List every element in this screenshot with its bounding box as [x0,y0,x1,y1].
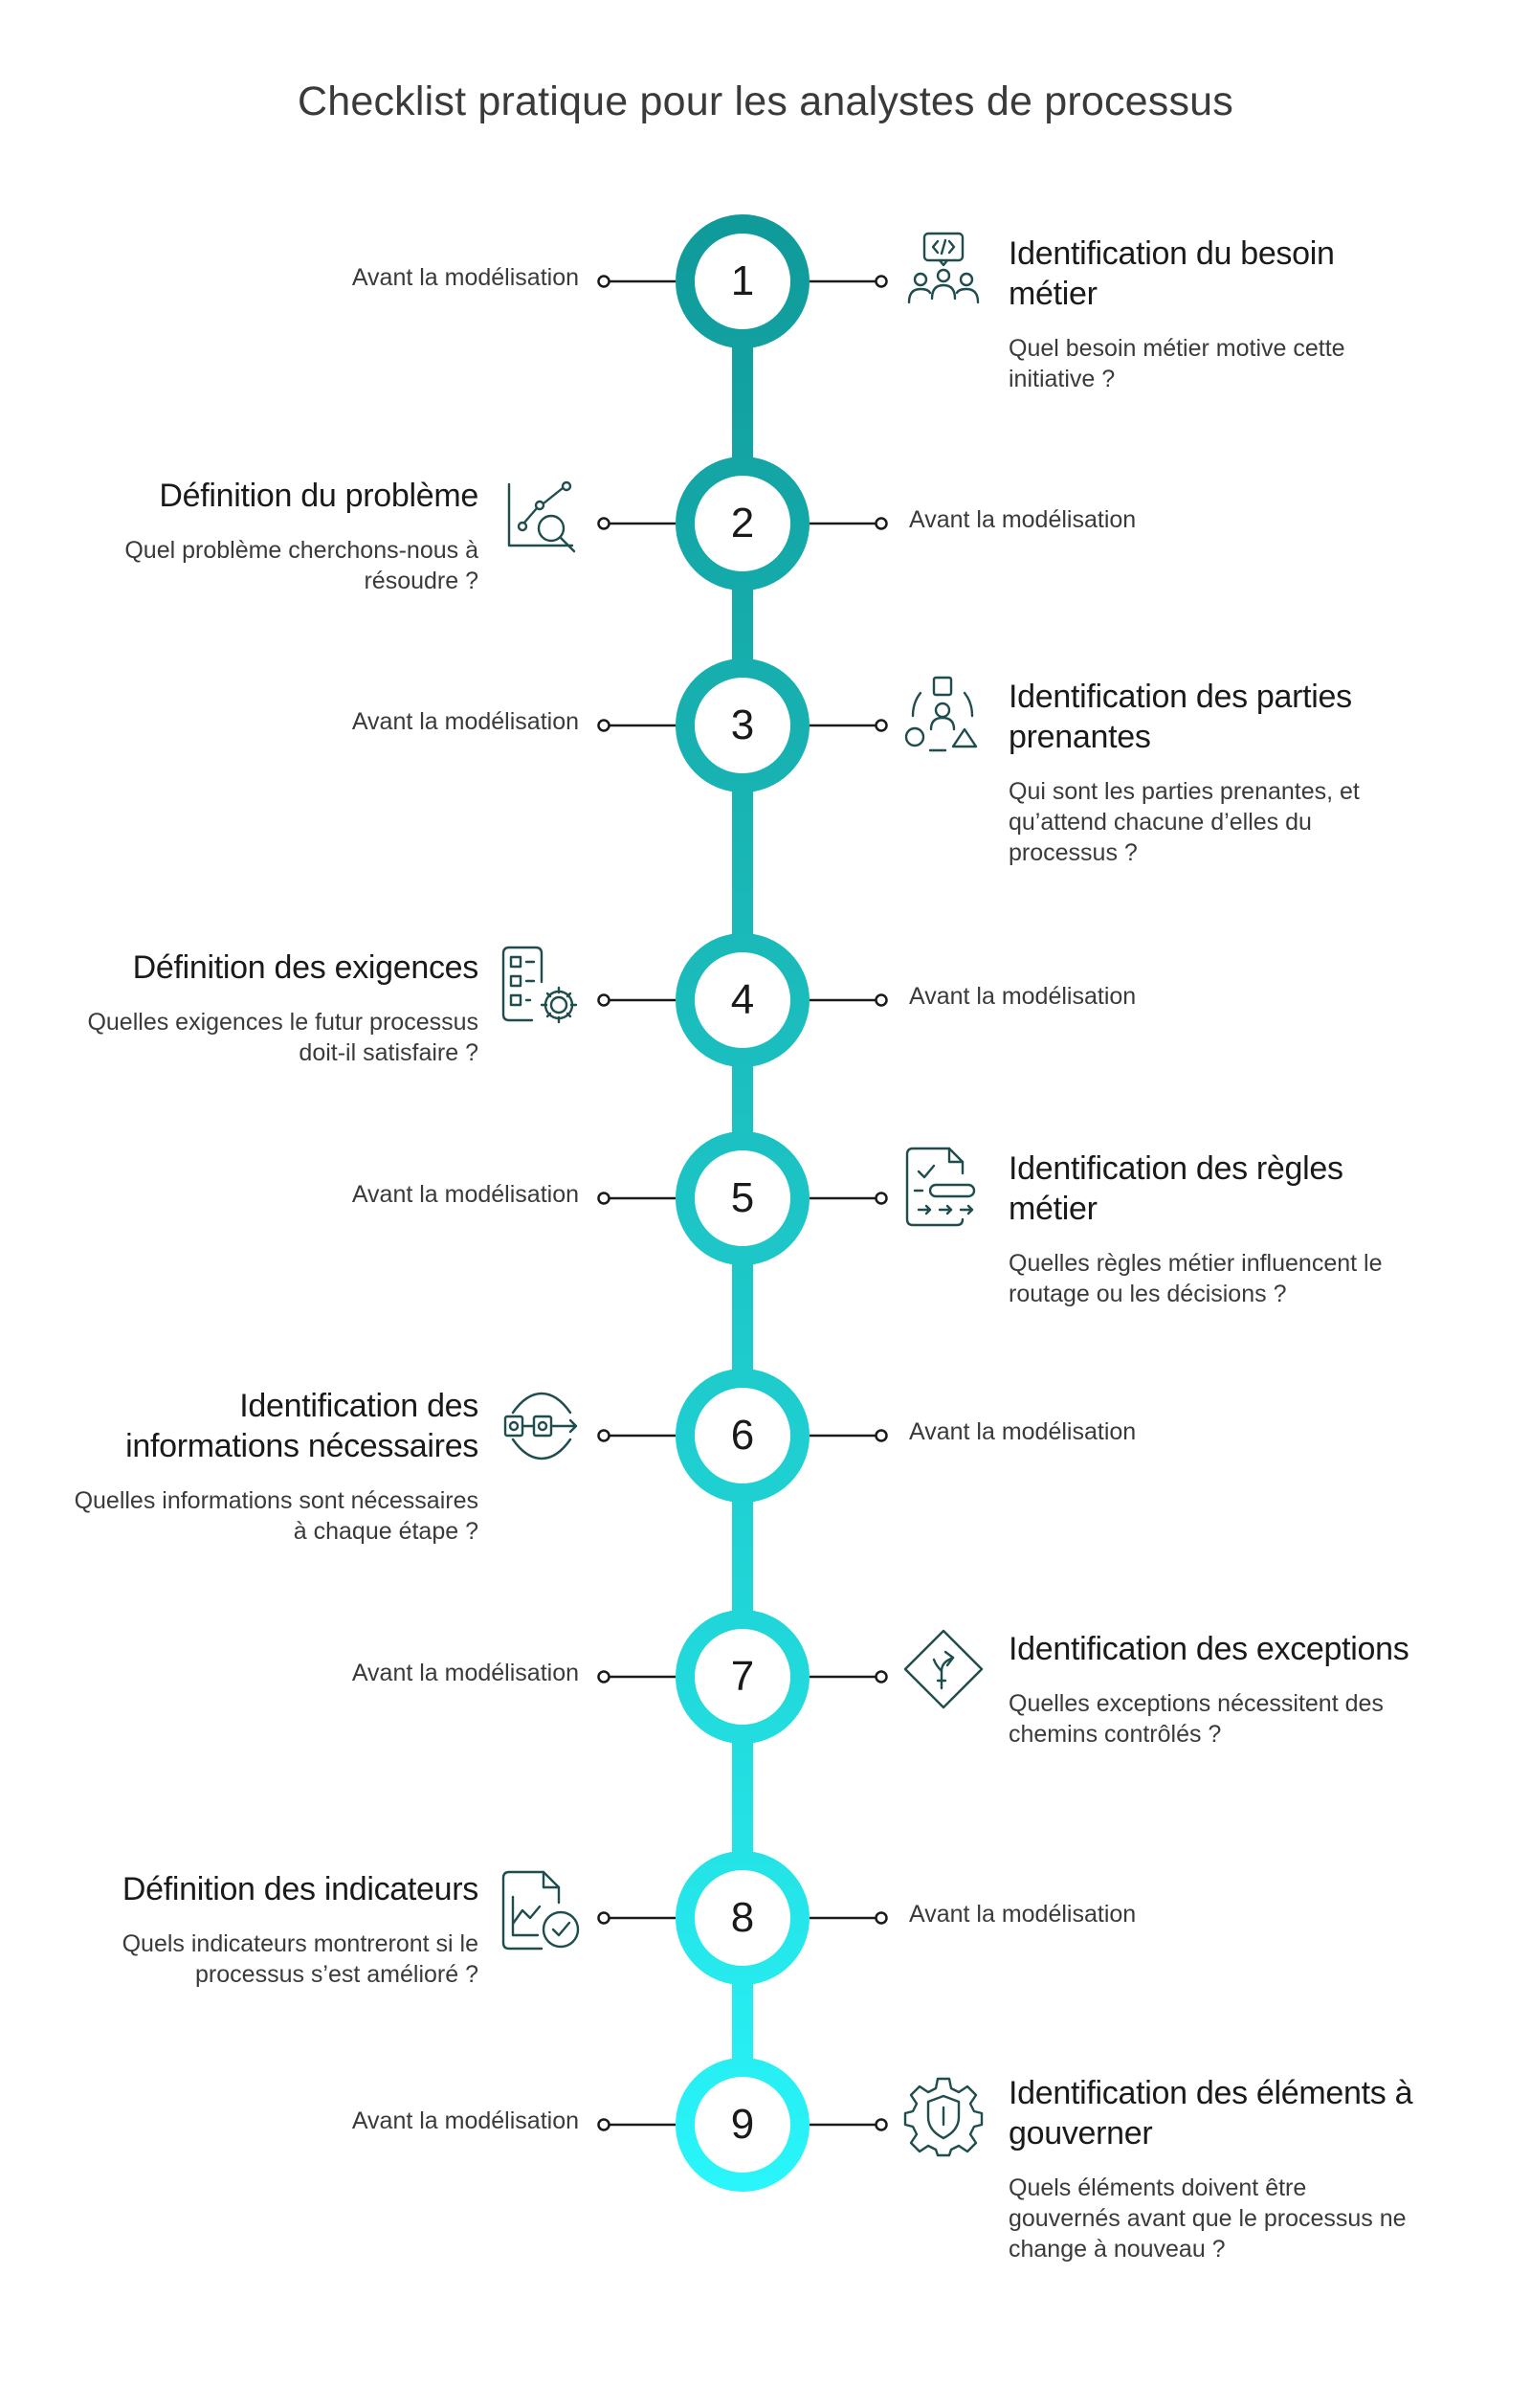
step-ring [676,2058,810,2192]
chart-search-icon [499,473,584,557]
step-number: 8 [730,1894,755,1941]
step-description: Quelles règles métier influencent le rou… [1009,1250,1383,1307]
step-ring [676,457,810,591]
step-content: Identification des règles métier Quelles… [1009,1148,1420,1309]
step-phase-label: Avant la modélisation [351,1660,579,1686]
connector-dot [597,1429,610,1442]
connector-dot [875,1192,888,1205]
connector-dot [875,275,888,288]
connector-dot [597,993,610,1007]
step-phase-label: Avant la modélisation [909,983,1137,1010]
step-ring [676,933,810,1067]
page-title: Checklist pratique pour les analystes de… [297,78,1233,124]
step-number: 9 [730,2101,755,2148]
step-content: Identification des éléments à gouverner … [1009,2073,1420,2264]
step-ring [676,1610,810,1744]
connector-dot [875,1429,888,1442]
connector-dot [875,1670,888,1683]
step-content: Identification du besoin métier Quel bes… [1009,234,1420,394]
team-code-icon [901,230,986,314]
connector-dot [875,1911,888,1925]
step-title: Identification des règles métier [1009,1150,1343,1227]
step-number: 3 [730,702,755,748]
step-description: Qui sont les parties prenantes, et qu’at… [1009,778,1360,866]
step-phase-label: Avant la modélisation [909,1901,1137,1928]
step-content: Définition du problème Quel problème che… [67,476,478,596]
connector-dot [597,517,610,530]
step-description: Quels indicateurs montreront si le proce… [122,1930,478,1988]
step-title: Définition des indicateurs [122,1871,478,1907]
step-title: Identification des éléments à gouverner [1009,2075,1413,2152]
connector-dot [597,275,610,288]
connector-dot [597,1670,610,1683]
step-phase-label: Avant la modélisation [351,264,579,291]
step-title: Identification des informations nécessai… [125,1388,478,1464]
step-phase-label: Avant la modélisation [351,2107,579,2134]
step-number: 2 [730,500,755,546]
step-phase-label: Avant la modélisation [909,1418,1137,1445]
step-ring [676,658,810,792]
connector-dot [875,993,888,1007]
gear-shield-icon [901,2073,986,2157]
step-title: Définition des exigences [132,949,479,986]
step-phase-label: Avant la modélisation [351,1181,579,1208]
step-content: Identification des informations nécessai… [67,1386,479,1547]
step-description: Quelles exigences le futur processus doi… [87,1009,478,1066]
rules-document-icon [901,1145,986,1229]
connector-dot [597,1192,610,1205]
data-flow-icon [499,1384,584,1468]
connector-dot [875,719,888,732]
report-check-icon [499,1868,584,1952]
step-number: 5 [730,1174,755,1221]
step-phase-label: Avant la modélisation [909,506,1137,533]
step-description: Quelles exceptions nécessitent des chemi… [1009,1690,1384,1748]
step-ring [676,214,810,348]
step-title: Identification du besoin métier [1009,235,1335,312]
step-ring [676,1131,810,1265]
step-description: Quels éléments doivent être gouvernés av… [1009,2174,1407,2263]
step-content: Identification des exceptions Quelles ex… [1009,1629,1420,1750]
step-phase-label: Avant la modélisation [351,708,579,735]
step-title: Identification des parties prenantes [1009,679,1352,755]
step-title: Identification des exceptions [1009,1631,1409,1667]
connector-dot [597,1911,610,1925]
step-ring [676,1369,810,1503]
step-content: Définition des indicateurs Quels indicat… [67,1869,479,1990]
step-description: Quel besoin métier motive cette initiati… [1009,335,1345,392]
connector-dot [597,719,610,732]
step-content: Définition des exigences Quelles exigenc… [67,948,478,1068]
step-number: 1 [730,257,755,304]
step-number: 6 [730,1412,755,1459]
step-number: 7 [730,1653,755,1700]
exception-route-icon [901,1627,986,1711]
step-number: 4 [730,976,755,1023]
connector-dot [875,2118,888,2131]
step-ring [676,1851,810,1985]
connector-dot [875,517,888,530]
connector-dot [597,2118,610,2131]
step-description: Quel problème cherchons-nous à résoudre … [124,537,478,594]
step-content: Identification des parties prenantes Qui… [1009,677,1420,868]
step-title: Définition du problème [159,478,478,514]
checklist-gear-icon [499,944,584,1028]
stakeholders-icon [901,674,986,758]
step-description: Quelles informations sont nécessaires à … [74,1487,478,1545]
